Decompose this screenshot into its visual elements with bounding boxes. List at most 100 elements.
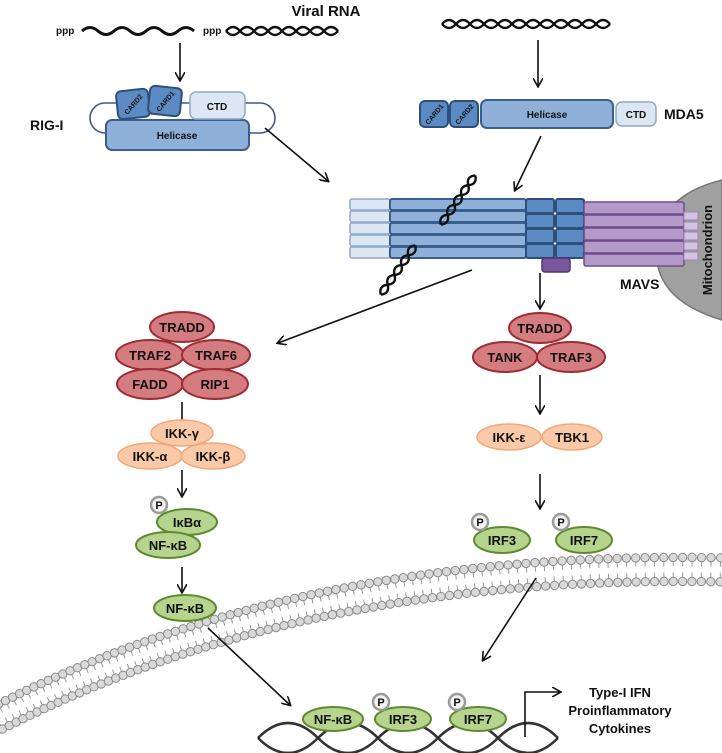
svg-text:Helicase: Helicase bbox=[157, 131, 198, 142]
lipid-head bbox=[488, 585, 498, 596]
tbk1 bbox=[541, 423, 603, 451]
lipid-head bbox=[604, 577, 614, 588]
lipid-head bbox=[241, 605, 251, 616]
ikba-nfkb-complex: IκBα P NF-κB bbox=[135, 495, 218, 559]
lipid-head bbox=[444, 590, 455, 601]
lipid-head bbox=[255, 626, 265, 637]
lipid-head bbox=[576, 579, 587, 589]
output-proinflammatory: Proinflammatory bbox=[568, 703, 672, 718]
rigi-label: RIG-I bbox=[30, 117, 63, 133]
lipid-head bbox=[539, 557, 549, 567]
lipid-head bbox=[385, 599, 395, 609]
lipid-head bbox=[377, 600, 387, 611]
lipid-head bbox=[594, 578, 605, 588]
lipid-head bbox=[335, 608, 346, 618]
lipid-head bbox=[584, 554, 595, 565]
lipid-head bbox=[659, 552, 669, 563]
arrow-transcription bbox=[524, 692, 560, 737]
lipid-head bbox=[410, 595, 421, 605]
lipid-head bbox=[715, 577, 722, 587]
irf3-nucleus bbox=[374, 706, 432, 732]
mda5-card1 bbox=[419, 100, 449, 128]
lipid-head bbox=[407, 571, 417, 582]
lipid-head bbox=[381, 575, 392, 586]
irf3-cytoplasm bbox=[473, 526, 531, 554]
lipid-head bbox=[178, 624, 188, 634]
lipid-head bbox=[265, 599, 275, 609]
ssrna-strand bbox=[81, 26, 195, 36]
lipid-head bbox=[322, 586, 333, 596]
lipid-head bbox=[331, 584, 341, 595]
svg-text:IKK-α: IKK-α bbox=[133, 449, 168, 464]
lipid-head bbox=[356, 580, 366, 590]
lipid-head bbox=[208, 639, 219, 650]
ikk-epsilon bbox=[476, 423, 542, 451]
svg-text:IKK-β: IKK-β bbox=[196, 449, 231, 464]
lipid-head bbox=[271, 622, 281, 633]
lipid-head bbox=[532, 581, 542, 592]
lipid-head bbox=[593, 554, 604, 564]
lipid-head bbox=[462, 588, 472, 599]
lipid-head bbox=[217, 612, 228, 622]
arrow-mavs-to-traf2-complex bbox=[278, 269, 473, 343]
lipid-head bbox=[364, 578, 375, 588]
viral-rna-title: Viral RNA bbox=[292, 3, 361, 20]
lipid-head bbox=[549, 580, 560, 591]
lipid-head bbox=[415, 570, 426, 580]
ikk-gamma bbox=[150, 419, 214, 447]
nfkb-free-label: NF-κB bbox=[166, 601, 204, 616]
mda5-protein: CARD1 CARD2 Helicase CTD bbox=[419, 99, 657, 129]
lipid-head bbox=[360, 603, 370, 614]
phospho-irf3 bbox=[470, 512, 490, 532]
traf2-complex: TRADD TRAF2 TRAF6 FADD RIP1 bbox=[115, 311, 251, 400]
arrow-rigi-to-mavs bbox=[264, 127, 328, 181]
tradd-left bbox=[149, 311, 215, 343]
traf3-complex: TRADD TANK TRAF3 bbox=[472, 312, 606, 373]
rigi-card1 bbox=[147, 84, 183, 118]
lipid-head bbox=[631, 577, 641, 587]
lipid-head bbox=[209, 614, 220, 624]
nuclear-factors: NF-κB IRF3 P IRF7 P bbox=[302, 692, 507, 732]
lipid-head bbox=[186, 621, 196, 632]
ppp-label-right: ppp bbox=[203, 26, 221, 37]
svg-text:P: P bbox=[557, 517, 564, 529]
arrow-mda5-to-mavs bbox=[515, 135, 542, 190]
svg-text:NF-κB: NF-κB bbox=[149, 538, 187, 553]
svg-text:NF-κB: NF-κB bbox=[314, 712, 352, 727]
lipid-head bbox=[494, 561, 504, 571]
svg-text:IRF3: IRF3 bbox=[389, 712, 417, 727]
lipid-head bbox=[155, 631, 165, 642]
output-cytokines: Cytokines bbox=[589, 721, 651, 736]
lipid-head bbox=[373, 577, 383, 587]
dsrna-short bbox=[225, 25, 339, 37]
svg-text:IRF7: IRF7 bbox=[464, 712, 492, 727]
lipid-head bbox=[298, 591, 308, 602]
lipid-head bbox=[311, 613, 321, 623]
lipid-head bbox=[470, 587, 481, 598]
rip1 bbox=[181, 368, 249, 400]
lipid-head bbox=[453, 589, 463, 600]
lipid-head bbox=[170, 626, 181, 637]
lipid-head bbox=[424, 569, 434, 579]
lipid-head bbox=[603, 554, 613, 564]
lipid-head bbox=[540, 581, 551, 591]
lipid-head bbox=[566, 555, 576, 566]
lipid-head bbox=[419, 594, 429, 604]
svg-text:FADD: FADD bbox=[132, 377, 167, 392]
svg-text:Helicase: Helicase bbox=[527, 110, 568, 121]
phospho-irf7-nucleus bbox=[447, 692, 467, 712]
lipid-head bbox=[249, 603, 259, 614]
lipid-head bbox=[521, 558, 531, 569]
lipid-head bbox=[368, 602, 379, 612]
lipid-head bbox=[612, 553, 622, 564]
cell-membrane bbox=[0, 552, 722, 735]
svg-text:TRADD: TRADD bbox=[517, 321, 563, 336]
lipid-head bbox=[677, 576, 688, 587]
lipid-head bbox=[613, 577, 623, 588]
lipid-head bbox=[575, 555, 586, 565]
phospho-ikba bbox=[149, 495, 169, 515]
lipid-head bbox=[352, 605, 362, 615]
svg-text:RIP1: RIP1 bbox=[201, 377, 230, 392]
svg-text:P: P bbox=[155, 500, 162, 512]
